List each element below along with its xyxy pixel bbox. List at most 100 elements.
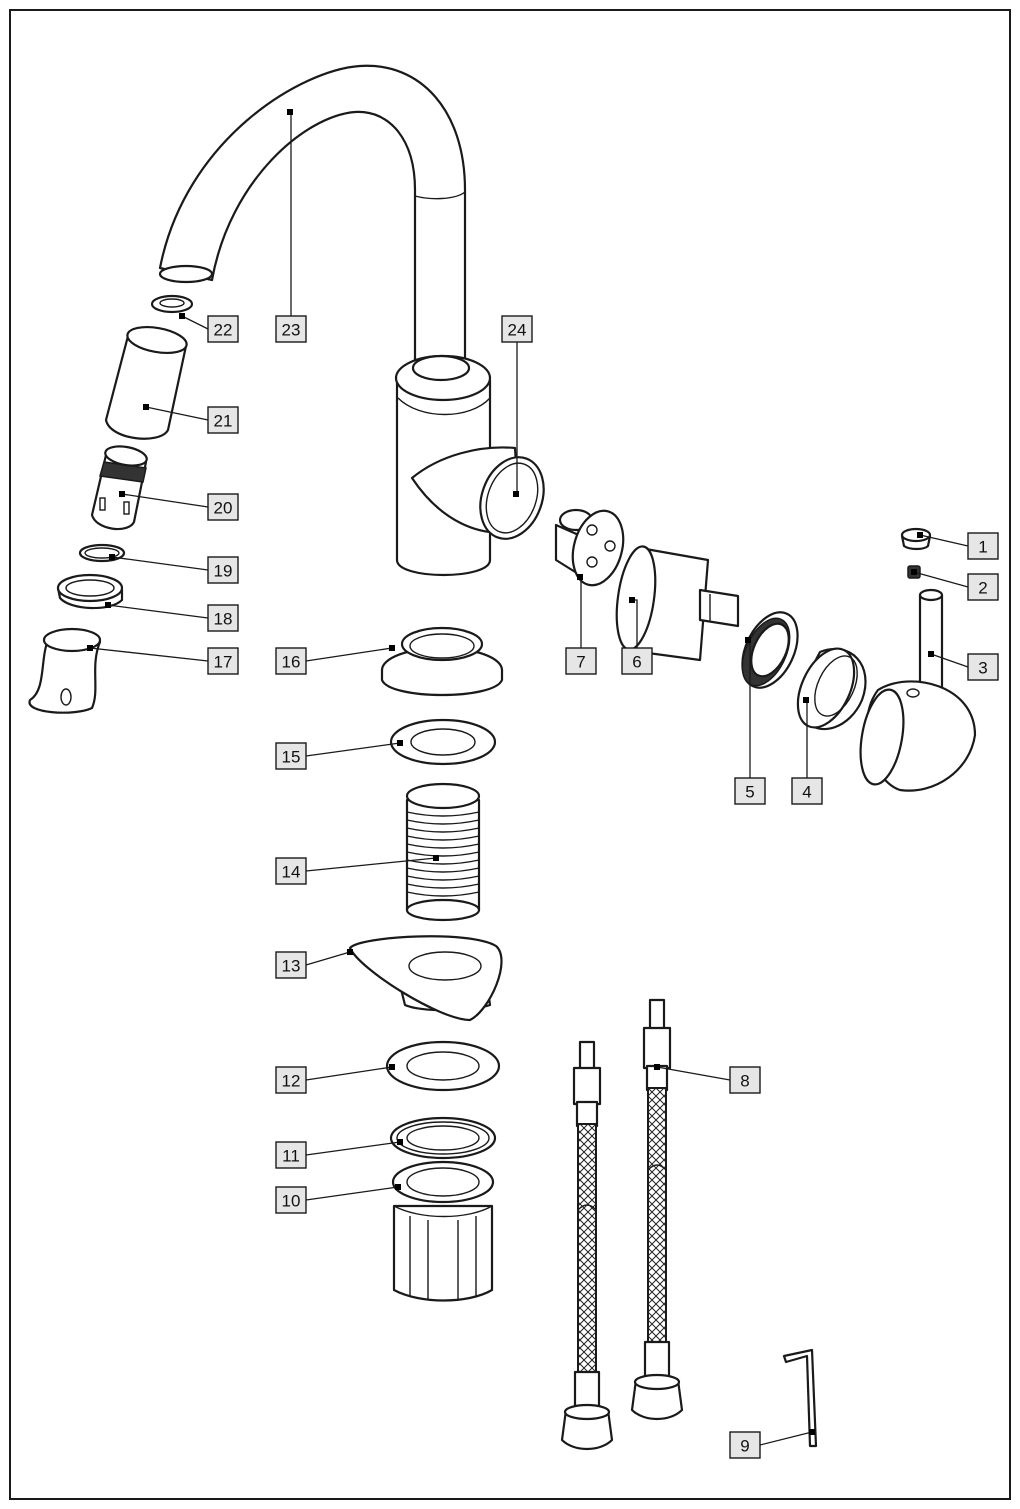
leader-line-22	[181, 315, 209, 330]
callout-box-20	[207, 493, 239, 521]
leader-dot-6	[629, 597, 635, 603]
callout-label-7: 7	[576, 653, 585, 672]
base-flange-part	[380, 626, 504, 697]
callout-5: 5	[734, 777, 766, 805]
callout-box-21	[207, 406, 239, 434]
callout-box-6	[621, 647, 653, 675]
callout-18: 18	[207, 604, 239, 632]
flexible-hose-long-part	[630, 998, 684, 1421]
callout-21: 21	[207, 406, 239, 434]
leader-dot-19	[109, 554, 115, 560]
lever-handle-part	[859, 588, 977, 792]
leader-line-20	[121, 493, 209, 508]
callout-label-22: 22	[214, 321, 233, 340]
lower-washer-part	[385, 1040, 501, 1092]
spout-part	[158, 64, 467, 362]
leader-line-3	[930, 653, 969, 668]
aerator-ring-part	[150, 294, 194, 314]
callout-12: 12	[275, 1066, 307, 1094]
callout-box-17	[207, 647, 239, 675]
callout-19: 19	[207, 556, 239, 584]
leader-dot-15	[397, 740, 403, 746]
callout-10: 10	[275, 1186, 307, 1214]
leader-line-18	[107, 604, 209, 619]
leader-dot-4	[803, 697, 809, 703]
aerator-disc-part	[56, 573, 124, 610]
threaded-shank-part	[405, 782, 481, 922]
callout-box-7	[565, 647, 597, 675]
callout-11: 11	[275, 1141, 307, 1169]
callout-label-1: 1	[978, 538, 987, 557]
callout-7: 7	[565, 647, 597, 675]
callout-label-15: 15	[282, 748, 301, 767]
leader-dot-5	[745, 637, 751, 643]
callout-label-21: 21	[214, 412, 233, 431]
callout-2: 2	[967, 573, 999, 601]
callout-box-2	[967, 573, 999, 601]
aerator-key-part	[28, 627, 102, 714]
callout-box-5	[734, 777, 766, 805]
leader-dot-8	[654, 1064, 660, 1070]
leader-line-19	[111, 556, 209, 571]
callout-box-19	[207, 556, 239, 584]
valve-cartridge-part	[615, 545, 740, 662]
callout-17: 17	[207, 647, 239, 675]
callout-label-19: 19	[214, 562, 233, 581]
callout-label-5: 5	[745, 783, 754, 802]
callout-box-10	[275, 1186, 307, 1214]
callout-22: 22	[207, 315, 239, 343]
callout-box-12	[275, 1066, 307, 1094]
leader-line-14	[305, 857, 437, 872]
mounting-nut-part	[391, 1160, 495, 1302]
leader-dot-1	[917, 532, 923, 538]
leader-line-8	[656, 1066, 731, 1081]
callout-9: 9	[729, 1431, 761, 1459]
callout-box-9	[729, 1431, 761, 1459]
leader-dot-23	[287, 109, 293, 115]
callout-box-1	[967, 532, 999, 560]
callout-label-20: 20	[214, 499, 233, 518]
leader-line-9	[759, 1431, 813, 1446]
page-frame	[9, 9, 1011, 1500]
callout-label-12: 12	[282, 1072, 301, 1091]
callout-label-17: 17	[214, 653, 233, 672]
leader-line-21	[145, 406, 209, 421]
callout-label-2: 2	[978, 579, 987, 598]
callout-box-14	[275, 857, 307, 885]
callout-1: 1	[967, 532, 999, 560]
flexible-hose-short-part	[560, 1040, 614, 1451]
callout-box-11	[275, 1141, 307, 1169]
leader-line-13	[305, 951, 351, 966]
leader-dot-22	[179, 313, 185, 319]
leader-line-12	[305, 1066, 393, 1081]
callout-label-9: 9	[740, 1437, 749, 1456]
callout-13: 13	[275, 951, 307, 979]
leader-dot-2	[911, 569, 917, 575]
callout-15: 15	[275, 742, 307, 770]
callout-label-11: 11	[282, 1147, 300, 1166]
callout-4: 4	[791, 777, 823, 805]
callout-label-24: 24	[508, 321, 527, 340]
callout-box-15	[275, 742, 307, 770]
leader-dot-7	[577, 574, 583, 580]
leader-dot-9	[809, 1429, 815, 1435]
callout-box-23	[275, 315, 307, 343]
mounting-plate-part	[348, 935, 503, 1022]
callout-label-6: 6	[632, 653, 641, 672]
leader-dot-13	[347, 949, 353, 955]
leader-dot-18	[105, 602, 111, 608]
leader-dot-10	[395, 1184, 401, 1190]
leader-line-10	[305, 1186, 399, 1201]
leader-dot-12	[389, 1064, 395, 1070]
callout-label-3: 3	[978, 659, 987, 678]
leader-dot-21	[143, 404, 149, 410]
callout-label-14: 14	[282, 863, 301, 882]
leader-line-11	[305, 1141, 401, 1156]
rubber-ring-part	[389, 1116, 497, 1160]
callout-label-13: 13	[282, 957, 301, 976]
o-ring-part	[78, 543, 126, 563]
callout-box-24	[501, 315, 533, 343]
leader-dot-17	[87, 645, 93, 651]
callout-box-3	[967, 653, 999, 681]
